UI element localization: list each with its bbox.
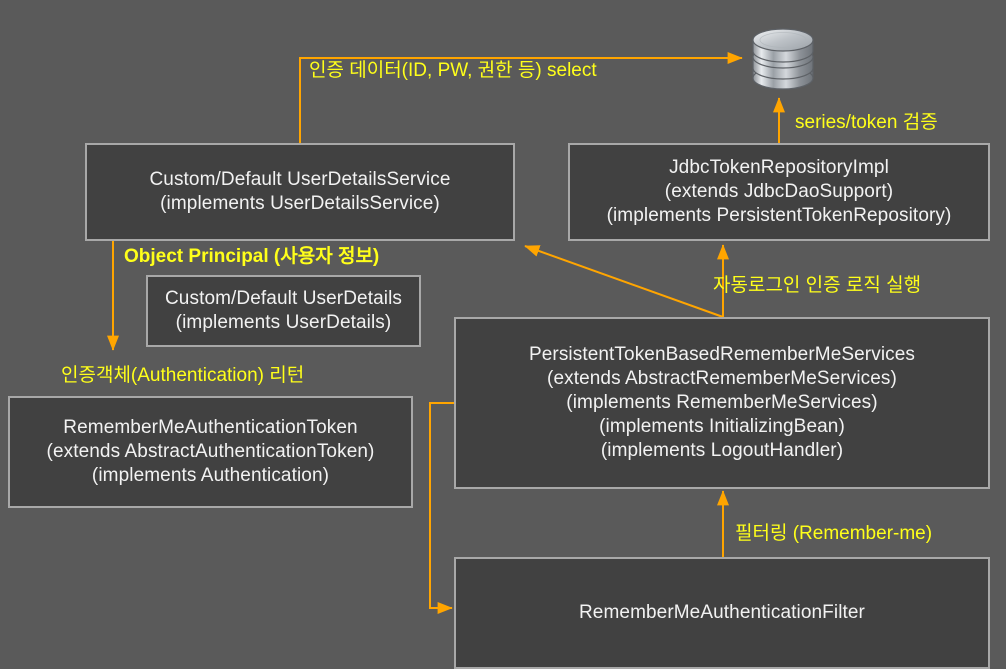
node-custom-default-userdetailsservice[interactable]: Custom/Default UserDetailsService (imple…: [85, 143, 515, 241]
node-label: RememberMeAuthenticationFilter: [578, 602, 865, 624]
node-label: Custom/Default UserDetailsService (imple…: [149, 169, 451, 214]
database-icon: [752, 28, 814, 90]
node-label: PersistentTokenBasedRememberMeServices (…: [528, 344, 916, 461]
node-persistenttokenbasedremembermeservices[interactable]: PersistentTokenBasedRememberMeServices (…: [454, 317, 990, 489]
connector-services-to-filter: [429, 402, 455, 614]
node-jdbctokenrepositoryimpl[interactable]: JdbcTokenRepositoryImpl (extends JdbcDao…: [568, 143, 990, 241]
node-label: JdbcTokenRepositoryImpl (extends JdbcDao…: [606, 157, 952, 226]
edge-label-filtering-remember-me: 필터링 (Remember-me): [735, 523, 933, 544]
edge-label-autologin-logic: 자동로그인 인증 로직 실행: [713, 275, 922, 296]
connector-services-to-userdetailsservice: [524, 245, 724, 318]
node-remembermeauthenticationtoken[interactable]: RememberMeAuthenticationToken (extends A…: [8, 396, 413, 508]
edge-label-select-auth-data: 인증 데이터(ID, PW, 권한 등) select: [309, 60, 597, 81]
node-remembermeauthenticationfilter[interactable]: RememberMeAuthenticationFilter: [454, 557, 990, 669]
edge-label-series-token-verify: series/token 검증: [795, 112, 938, 133]
edge-label-auth-object-return: 인증객체(Authentication) 리턴: [61, 365, 305, 386]
edge-label-object-principal: Object Principal (사용자 정보): [124, 246, 380, 267]
node-custom-default-userdetails[interactable]: Custom/Default UserDetails (implements U…: [146, 275, 421, 347]
node-label: RememberMeAuthenticationToken (extends A…: [46, 417, 375, 486]
node-label: Custom/Default UserDetails (implements U…: [164, 288, 402, 333]
